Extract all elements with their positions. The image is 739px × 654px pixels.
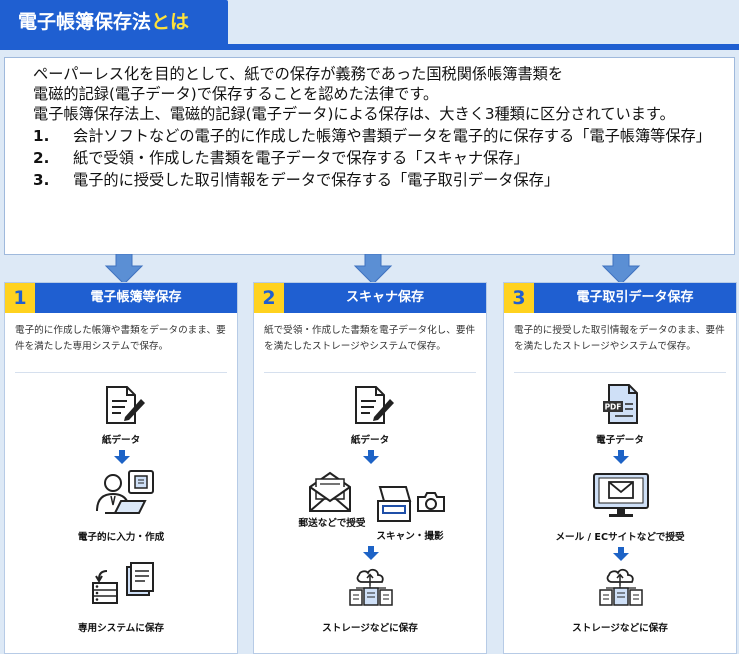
category-number: 1.	[33, 127, 50, 145]
arrow-down-icon	[613, 547, 629, 561]
category-item: 3. 電子的に授受した取引情報をデータで保存する「電子取引データ保存」	[33, 170, 714, 190]
step-label: 紙データ	[350, 435, 390, 446]
monitor-mail-icon	[593, 473, 649, 517]
arrow-down-icon	[363, 546, 379, 560]
panel-description: 電子的に授受した取引情報をデータのまま、要件を満たしたストレージやシステムで保存…	[514, 325, 725, 352]
step-label: 電子データ	[596, 435, 644, 446]
intro-line-1: ペーパーレス化を目的として、紙での保存が義務であった国税関係帳簿書類を	[33, 65, 564, 83]
panel-number: 2	[254, 283, 284, 313]
server-storage-icon	[92, 562, 154, 604]
page-title: 電子帳簿保存法とは	[0, 0, 228, 44]
panel-header: 3 電子取引データ保存	[504, 283, 736, 313]
document-pen-icon	[355, 386, 394, 424]
panel-scanner: 2 スキャナ保存 紙で受領・作成した書類を電子データ化し、要件を満たしたストレー…	[253, 282, 487, 654]
panel-number: 3	[504, 283, 534, 313]
arrow-down-icon	[613, 450, 629, 464]
arrow-down-icon	[114, 450, 130, 464]
category-list: 1. 会計ソフトなどの電子的に作成した帳簿や書類データを電子的に保存する「電子帳簿…	[33, 126, 714, 190]
pdf-label: PDF	[605, 403, 622, 412]
panel-electronic-books: 1 電子帳簿等保存 電子的に作成した帳簿や書類をデータのまま、要件を満たした専用…	[4, 282, 238, 654]
divider	[514, 372, 726, 373]
divider	[264, 372, 476, 373]
step-label: ストレージなどに保存	[322, 623, 418, 634]
step-label: 郵送などで授受	[298, 518, 366, 529]
envelope-icon	[309, 471, 351, 512]
panel-description: 紙で受領・作成した書類を電子データ化し、要件を満たしたストレージやシステムで保存…	[264, 325, 476, 352]
cloud-storage-icon	[599, 568, 643, 606]
title-rule	[0, 44, 739, 50]
category-text: 会計ソフトなどの電子的に作成した帳簿や書類データを電子的に保存する「電子帳簿等保…	[73, 127, 711, 145]
panel-description: 電子的に作成した帳簿や書類をデータのまま、要件を満たした専用システムで保存。	[15, 325, 226, 352]
panel-header: 1 電子帳簿等保存	[5, 283, 237, 313]
category-number: 2.	[33, 149, 50, 167]
category-text: 電子的に授受した取引情報をデータで保存する「電子取引データ保存」	[73, 171, 559, 189]
step-label: ストレージなどに保存	[572, 623, 668, 634]
panel-number: 1	[5, 283, 35, 313]
panel-electronic-transaction: 3 電子取引データ保存 電子的に授受した取引情報をデータのまま、要件を満たしたス…	[503, 282, 737, 654]
step-label: 電子的に入力・作成	[77, 532, 165, 543]
category-item: 2. 紙で受領・作成した書類を電子データで保存する「スキャナ保存」	[33, 148, 714, 168]
category-number: 3.	[33, 171, 50, 189]
panel-header: 2 スキャナ保存	[254, 283, 486, 313]
page-title-main: 電子帳簿保存法	[18, 11, 152, 33]
page-title-suffix: とは	[151, 11, 190, 33]
step-label: メール / ECサイトなどで授受	[555, 532, 685, 543]
category-text: 紙で受領・作成した書類を電子データで保存する「スキャナ保存」	[73, 149, 529, 167]
category-item: 1. 会計ソフトなどの電子的に作成した帳簿や書類データを電子的に保存する「電子帳簿…	[33, 126, 714, 146]
intro-line-3: 電子帳簿保存法上、電磁的記録(電子データ)による保存は、大きく3種類に区分されて…	[33, 105, 675, 123]
arrow-down-icon	[363, 450, 379, 464]
camera-icon	[417, 492, 445, 512]
step-label: 専用システムに保存	[77, 623, 165, 634]
divider	[15, 372, 227, 373]
document-pen-icon	[106, 386, 145, 424]
cloud-storage-icon	[349, 568, 393, 606]
intro-line-2: 電磁的記録(電子データ)で保存することを認めた法律です。	[33, 85, 439, 103]
panel-title: 電子帳簿等保存	[90, 290, 182, 305]
arrow-down-icon	[353, 254, 393, 284]
step-label: スキャン・撮影	[376, 531, 444, 542]
panel-title: スキャナ保存	[345, 290, 424, 305]
person-laptop-icon	[96, 470, 154, 514]
pdf-file-icon: PDF	[603, 384, 638, 424]
panel-title: 電子取引データ保存	[576, 290, 694, 305]
arrow-down-icon	[601, 254, 641, 284]
arrow-down-icon	[104, 254, 144, 284]
step-label: 紙データ	[101, 435, 141, 446]
scanner-icon	[377, 486, 412, 522]
intro-box: ペーパーレス化を目的として、紙での保存が義務であった国税関係帳簿書類を 電磁的記…	[4, 57, 735, 255]
